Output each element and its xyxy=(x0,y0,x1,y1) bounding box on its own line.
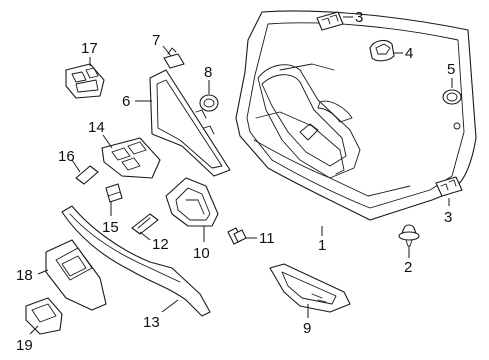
armrest-18 xyxy=(45,239,107,311)
callout-2: 2 xyxy=(404,259,412,276)
cover-16 xyxy=(75,165,99,185)
leader-7 xyxy=(162,45,172,57)
callout-13: 13 xyxy=(143,314,160,331)
leader-18 xyxy=(37,269,49,275)
connector-11 xyxy=(227,227,247,245)
callout-15: 15 xyxy=(102,219,119,236)
leader-lines xyxy=(29,16,453,335)
clip-3-top xyxy=(316,11,344,31)
callout-8: 8 xyxy=(204,64,212,81)
long-trim-13 xyxy=(61,205,211,317)
switch-cover-4 xyxy=(369,39,395,62)
clip-2 xyxy=(398,224,420,247)
leader-13 xyxy=(161,299,179,313)
callout-6: 6 xyxy=(122,93,130,110)
leader-14 xyxy=(102,134,113,149)
callout-14: 14 xyxy=(88,119,105,136)
callout-3-right: 3 xyxy=(444,209,452,226)
grommet-5 xyxy=(442,89,462,105)
switch-block-17 xyxy=(65,63,105,99)
triangle-trim-6 xyxy=(149,69,231,177)
lower-trim-9 xyxy=(269,263,351,313)
callout-9: 9 xyxy=(303,320,311,337)
clip-3-right xyxy=(435,176,463,197)
callout-11: 11 xyxy=(259,230,275,247)
callout-5: 5 xyxy=(447,61,455,78)
callout-19: 19 xyxy=(16,337,33,354)
switch-15 xyxy=(105,183,123,203)
insert-19 xyxy=(25,297,63,335)
window-switch-14 xyxy=(101,137,161,179)
callout-7: 7 xyxy=(152,32,160,49)
callout-12: 12 xyxy=(152,236,169,253)
callout-4: 4 xyxy=(405,45,413,62)
trim-strip-12 xyxy=(131,213,159,235)
callout-17: 17 xyxy=(81,40,98,57)
door-trim-panel xyxy=(235,10,477,221)
callout-10: 10 xyxy=(193,245,210,262)
leader-16 xyxy=(71,159,81,173)
callout-16: 16 xyxy=(58,148,75,165)
callout-18: 18 xyxy=(16,267,33,284)
callout-1: 1 xyxy=(318,237,326,254)
leader-12 xyxy=(139,231,151,241)
handle-bezel-10 xyxy=(165,177,219,227)
clip-7 xyxy=(163,47,185,69)
callouts: 1 2 3 3 4 5 6 7 8 9 10 11 12 13 14 15 16… xyxy=(16,9,455,354)
callout-3-top: 3 xyxy=(355,9,363,26)
leader-19 xyxy=(29,325,39,335)
ring-8 xyxy=(199,94,219,112)
